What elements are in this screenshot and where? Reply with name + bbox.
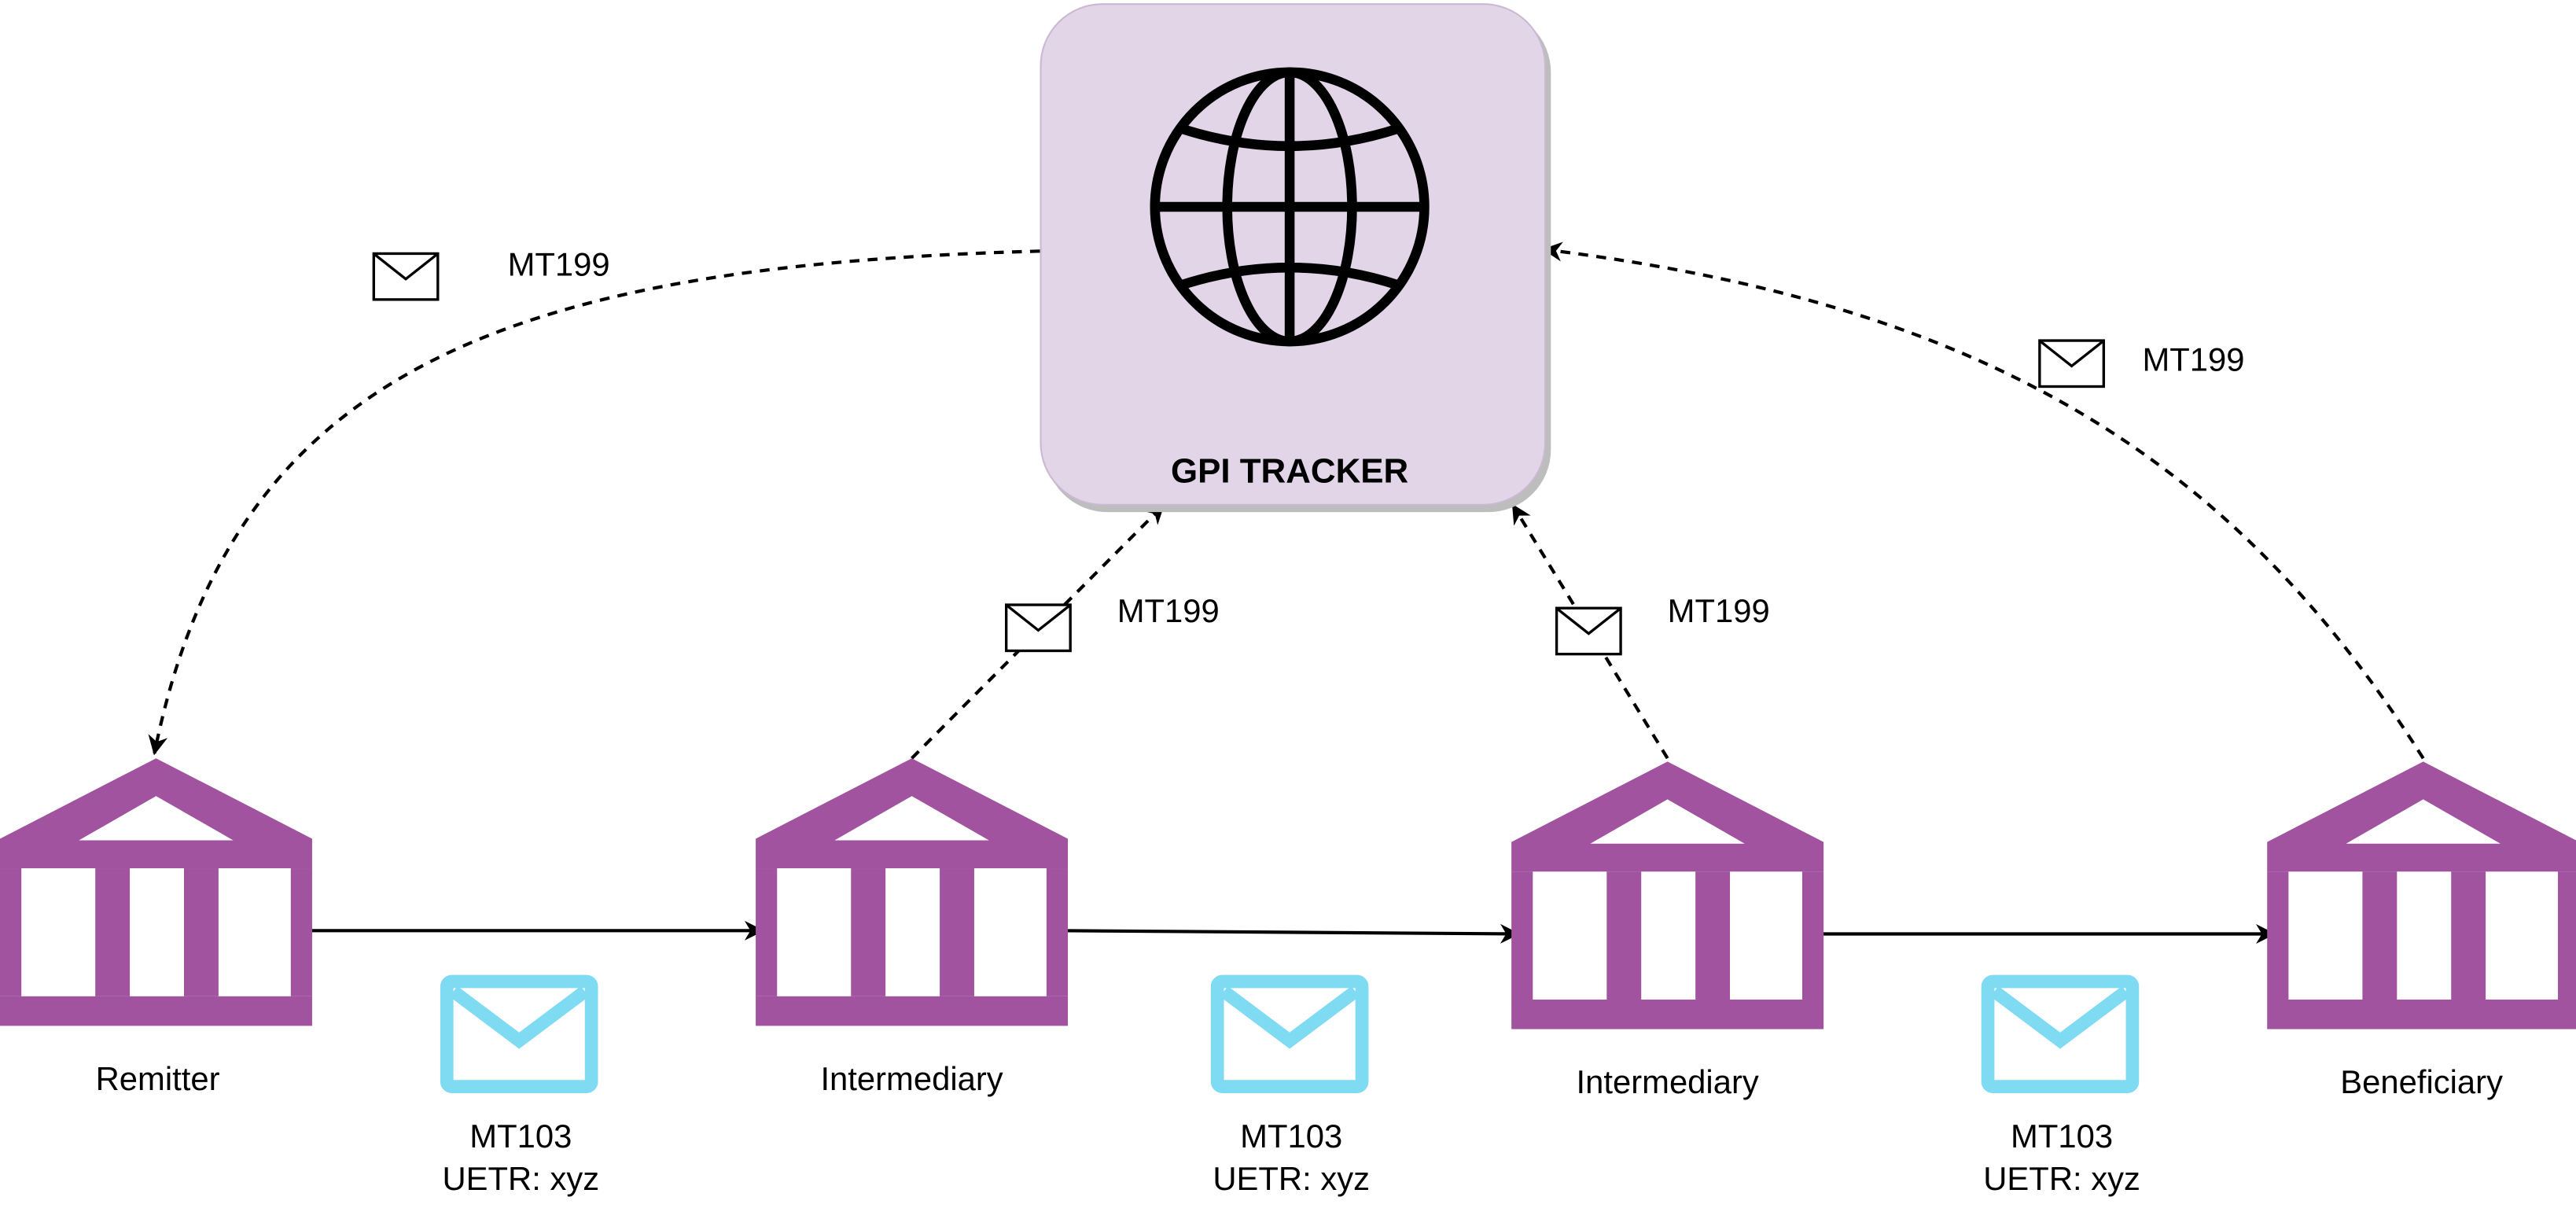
- bank-label-intermediary-1: Intermediary: [820, 1062, 1003, 1099]
- status-arrow-to-remitter: [148, 249, 1040, 756]
- globe-icon: [1150, 67, 1430, 347]
- mail-icon-from-beneficiary: [2038, 339, 2106, 389]
- payment-type-label-2: MT103: [1240, 1119, 1343, 1156]
- payment-type-label-1: MT103: [469, 1119, 572, 1156]
- bank-icon-beneficiary: [2267, 761, 2576, 1029]
- status-label-from-intermediary-2: MT199: [1667, 594, 1770, 631]
- payment-envelope-icon-2: [1217, 982, 1362, 1087]
- status-label-from-beneficiary: MT199: [2142, 343, 2245, 380]
- tracker-title: GPI TRACKER: [1170, 453, 1409, 492]
- mail-icon-from-intermediary-1: [1005, 603, 1072, 653]
- mail-icon-to-remitter: [372, 252, 440, 301]
- payment-uetr-label-1: UETR: xyz: [442, 1162, 600, 1199]
- mail-icon-from-intermediary-2: [1555, 606, 1622, 656]
- payment-type-label-3: MT103: [2011, 1119, 2114, 1156]
- payment-arrow-2: [1059, 923, 1521, 944]
- bank-label-remitter: Remitter: [95, 1062, 220, 1099]
- status-label-to-remitter: MT199: [507, 248, 610, 285]
- bank-label-beneficiary: Beneficiary: [2340, 1065, 2503, 1102]
- payment-uetr-label-2: UETR: xyz: [1213, 1162, 1371, 1199]
- status-arrow-from-beneficiary: [1542, 241, 2425, 760]
- payment-envelope-icon-3: [1988, 982, 2133, 1087]
- bank-icon-intermediary-2: [1511, 761, 1824, 1029]
- status-label-from-intermediary-1: MT199: [1117, 594, 1220, 631]
- bank-label-intermediary-2: Intermediary: [1576, 1065, 1759, 1102]
- payment-uetr-label-3: UETR: xyz: [1983, 1162, 2140, 1199]
- status-arrow-from-intermediary-1: [911, 504, 1165, 760]
- payment-envelope-icon-1: [447, 982, 591, 1087]
- bank-icon-intermediary-1: [756, 758, 1069, 1026]
- bank-icon-remitter: [0, 758, 312, 1026]
